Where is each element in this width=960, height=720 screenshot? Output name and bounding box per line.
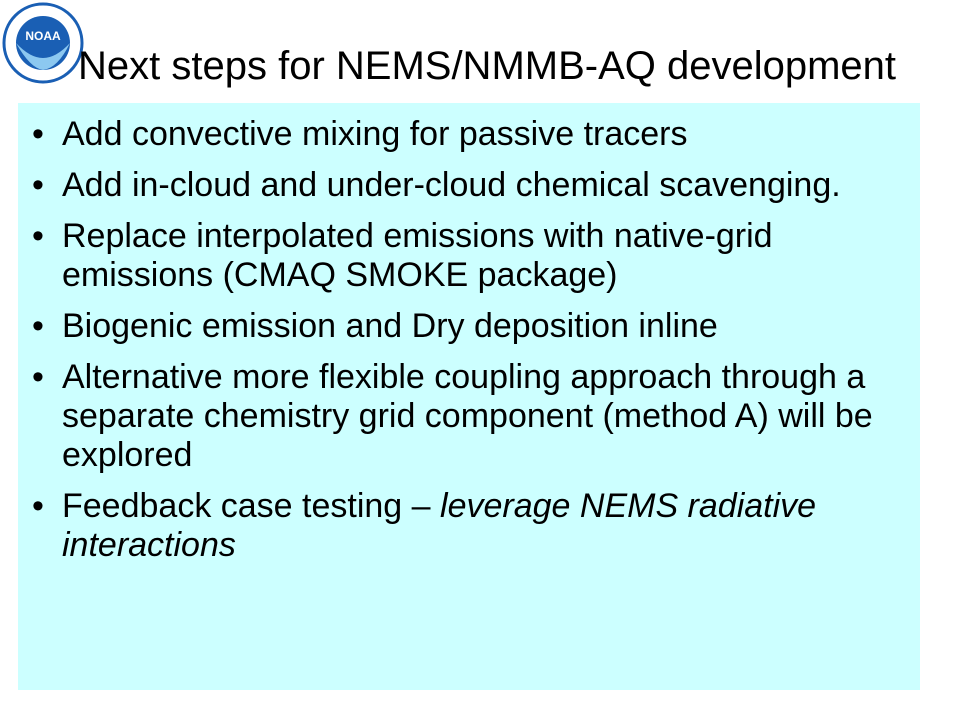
bullet-text: Alternative more flexible coupling appro… — [62, 358, 873, 474]
bullet-text-italic: leverage NEMS radiative interactions — [62, 487, 817, 564]
bullet-icon: • — [32, 217, 44, 255]
bullet-item: • Alternative more flexible coupling app… — [18, 358, 920, 475]
bullet-item: • Add in-cloud and under-cloud chemical … — [18, 166, 920, 205]
logo-text: NOAA — [25, 29, 61, 43]
bullet-list: • Add convective mixing for passive trac… — [18, 115, 920, 577]
bullet-icon: • — [32, 115, 44, 153]
bullet-text: Replace interpolated emissions with nati… — [62, 217, 773, 294]
bullet-item: • Add convective mixing for passive trac… — [18, 115, 920, 154]
noaa-logo-icon: NOAA — [2, 2, 84, 84]
slide-title: Next steps for NEMS/NMMB-AQ development — [78, 44, 897, 88]
bullet-icon: • — [32, 307, 44, 345]
bullet-text: Feedback case testing – — [62, 487, 441, 525]
bullet-text: Add in-cloud and under-cloud chemical sc… — [62, 166, 841, 204]
bullet-icon: • — [32, 166, 44, 204]
bullet-item: • Biogenic emission and Dry deposition i… — [18, 307, 920, 346]
noaa-logo: NOAA — [2, 2, 84, 84]
content-box: • Add convective mixing for passive trac… — [18, 103, 920, 690]
bullet-item: • Feedback case testing – leverage NEMS … — [18, 487, 920, 565]
bullet-text: Add convective mixing for passive tracer… — [62, 115, 688, 153]
bullet-text: Biogenic emission and Dry deposition inl… — [62, 307, 718, 345]
bullet-icon: • — [32, 358, 44, 396]
bullet-item: • Replace interpolated emissions with na… — [18, 217, 920, 295]
bullet-icon: • — [32, 487, 44, 525]
